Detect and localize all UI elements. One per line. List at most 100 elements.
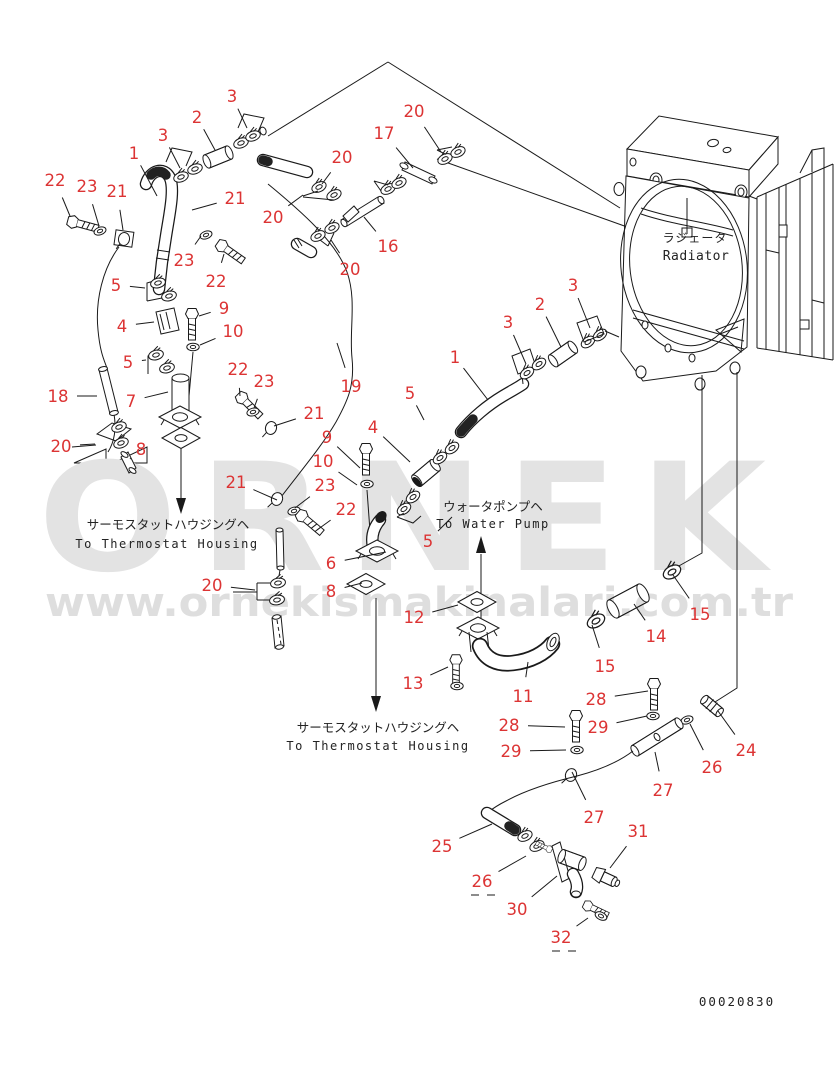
middle-pipe-chain	[233, 490, 327, 650]
callout-number-24: 24	[736, 741, 757, 760]
leader-line	[545, 316, 562, 348]
leader-line	[203, 129, 216, 151]
leader-line	[191, 202, 217, 211]
callout-number-22: 22	[206, 272, 227, 291]
filler-cap	[707, 138, 719, 148]
callout-number-12: 12	[404, 608, 425, 627]
callout-number-2: 2	[192, 108, 203, 127]
leader-line	[344, 582, 363, 588]
leader-line	[288, 194, 304, 207]
callout-number-20: 20	[332, 148, 353, 167]
leader-line	[168, 147, 181, 169]
callout-number-21: 21	[107, 182, 128, 201]
radiator-outlet-pipes	[582, 372, 738, 703]
thermostat2-label-en: To Thermostat Housing	[286, 739, 469, 753]
leader-line	[338, 471, 358, 486]
callout-number-16: 16	[378, 237, 399, 256]
leader-line	[135, 321, 155, 325]
leader-line	[531, 875, 558, 898]
callout-number-20: 20	[263, 208, 284, 227]
leader-line	[129, 285, 146, 289]
callout-number-3: 3	[503, 313, 514, 332]
leader-line	[529, 749, 567, 752]
fan-opening	[620, 178, 748, 354]
callout-number-5: 5	[111, 276, 122, 295]
leader-line	[238, 387, 241, 397]
leader-line	[230, 586, 256, 591]
upper-left-hose-assembly	[139, 113, 267, 296]
callout-number-23: 23	[77, 177, 98, 196]
leader-line	[220, 253, 225, 263]
washer-29	[646, 711, 660, 721]
clip	[561, 766, 579, 788]
callout-number-27: 27	[584, 808, 605, 827]
bolt-28	[569, 710, 583, 743]
callout-number-32: 32	[551, 928, 572, 947]
plate-4	[155, 307, 180, 335]
leader-line	[336, 446, 361, 469]
radiator-core-columns	[748, 147, 834, 361]
callout-number-28: 28	[499, 716, 520, 735]
leader-line	[92, 204, 100, 227]
leader-line	[395, 147, 414, 169]
callout-number-28: 28	[586, 690, 607, 709]
leader-line	[294, 496, 311, 509]
callout-number-23: 23	[174, 251, 195, 270]
callout-number-9: 9	[219, 299, 230, 318]
bolt-22	[233, 389, 266, 422]
left-fasteners	[65, 213, 279, 441]
tube-27	[630, 717, 684, 757]
left-pipe-curve2	[107, 413, 116, 453]
callout-number-20: 20	[51, 437, 72, 456]
text-annotations: ラジェータ Radiator サーモスタットハウジングヘ To Thermost…	[75, 231, 773, 1009]
elbow-6	[355, 511, 399, 563]
left-thermostat-assembly	[71, 272, 202, 514]
center-elbow-assembly	[346, 377, 530, 712]
washer-10	[186, 342, 200, 352]
hose-clamp-5	[157, 357, 176, 376]
water-pump-label-en: To Water Pump	[436, 517, 549, 531]
callout-number-5: 5	[405, 384, 416, 403]
washer-23	[198, 228, 214, 242]
elbow-11-assembly	[449, 591, 561, 691]
leader-line	[437, 516, 453, 532]
leader-line	[198, 311, 211, 317]
watermark-url: www.ornekismakinalari.com.tr	[45, 580, 793, 626]
leader-line	[614, 690, 649, 697]
washer	[450, 681, 464, 691]
leader-line	[591, 624, 600, 649]
callout-number-17: 17	[374, 124, 395, 143]
diagram-linework	[65, 61, 834, 952]
leader-line	[654, 751, 660, 772]
tube-18	[98, 366, 119, 416]
callout-number-31: 31	[628, 822, 649, 841]
leader-line	[525, 661, 529, 678]
callout-number-2: 2	[535, 295, 546, 314]
leader-line	[527, 725, 566, 728]
leader-line	[415, 405, 425, 421]
leader-line	[498, 855, 527, 873]
leader-line	[616, 715, 648, 724]
callout-number-22: 22	[228, 360, 249, 379]
callout-number-20: 20	[404, 102, 425, 121]
leader-line	[79, 443, 96, 446]
radiator-label-en: Radiator	[663, 249, 730, 264]
hose-clamp	[307, 225, 328, 245]
callout-number-22: 22	[45, 171, 66, 190]
leader-line	[382, 436, 411, 463]
leader-line	[576, 917, 589, 927]
fitting-24	[700, 694, 724, 718]
hose-clamp-5	[146, 344, 165, 363]
callout-number-30: 30	[507, 900, 528, 919]
connection-lines	[267, 61, 631, 229]
callout-number-20: 20	[340, 260, 361, 279]
callout-number-22: 22	[336, 500, 357, 519]
leader-line	[140, 165, 158, 197]
leader-line	[141, 359, 147, 361]
leader-line	[513, 334, 527, 365]
leader-line	[129, 458, 131, 460]
callout-number-14: 14	[646, 627, 667, 646]
tube-8	[120, 451, 137, 474]
